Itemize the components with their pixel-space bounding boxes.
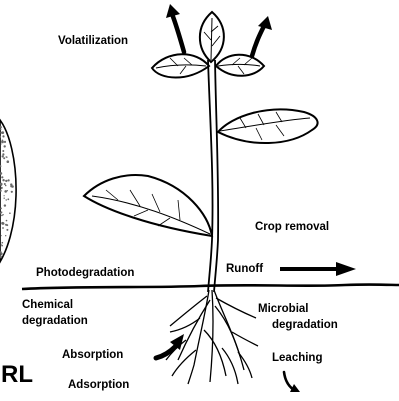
chemical-degradation-label-line2: degradation [22, 315, 88, 327]
soil-speck [9, 212, 11, 214]
soil-speck [5, 235, 6, 236]
soil-speck [1, 245, 3, 247]
soil-speck [2, 227, 4, 229]
soil-speck [0, 143, 1, 144]
soil-speck [7, 198, 9, 200]
soil-speck [10, 183, 12, 185]
crop-removal-label: Crop removal [255, 221, 329, 233]
volatilization-right-arrow-icon [252, 26, 264, 56]
soil-speck [2, 150, 4, 152]
soil-speck [1, 235, 2, 236]
soil-speck [5, 180, 7, 182]
soil-speck [2, 155, 4, 157]
chemical-degradation-label-line1: Chemical [22, 299, 73, 311]
soil-speck [4, 141, 6, 143]
runoff-label: Runoff [226, 263, 263, 275]
soil-speck [6, 220, 8, 222]
runoff-arrow-icon [280, 262, 356, 276]
soil-speck [0, 256, 1, 257]
right-middle-leaf [218, 109, 318, 143]
soil-speck [11, 191, 13, 193]
soil-speck [4, 195, 5, 196]
soil-speck [3, 198, 4, 199]
soil-speck [2, 222, 5, 225]
soil-speck [3, 145, 5, 147]
volatilization-right-arrowhead [258, 16, 272, 30]
adsorption-label: Adsorption [68, 379, 129, 391]
top-bud-leaf [200, 12, 224, 62]
soil-speck [0, 208, 2, 210]
soil-speck [4, 190, 7, 193]
lower-left-leaf [84, 175, 212, 236]
soil-speck [1, 211, 3, 213]
soil-speck [2, 153, 4, 155]
soil-speck [1, 215, 3, 217]
soil-speck [6, 229, 8, 231]
soil-speck [6, 157, 7, 158]
soil-speck [2, 140, 4, 142]
soil-speck [0, 132, 2, 134]
volatilization-label: Volatilization [58, 35, 128, 47]
soil-speck [4, 183, 6, 185]
soil-speck [0, 187, 2, 189]
soil-speck [0, 252, 1, 253]
soil-speck [4, 204, 6, 206]
soil-speck [3, 157, 5, 159]
microbial-degradation-label-line1: Microbial [258, 303, 308, 315]
soil-speck [6, 224, 8, 226]
upper-right-leaf [216, 55, 264, 76]
soil-speck [2, 179, 4, 181]
soil-speck [1, 244, 2, 245]
volatilization-left-arrowhead [166, 4, 180, 18]
soil-speck [1, 176, 3, 178]
volatilization-left-arrow-icon [172, 14, 184, 52]
soil-speck [3, 136, 5, 138]
leaching-label: Leaching [272, 352, 322, 364]
plant-stem [208, 60, 218, 292]
absorption-arrow-icon [156, 346, 176, 358]
soil-clump-icon [0, 120, 16, 262]
photodegradation-label: Photodegradation [36, 267, 134, 279]
cropped-edge-text: RL [1, 361, 33, 388]
absorption-label: Absorption [62, 349, 123, 361]
soil-speck [2, 242, 4, 244]
microbial-degradation-label-line2: degradation [272, 319, 338, 331]
soil-speck [7, 160, 10, 163]
soil-speck [8, 179, 10, 181]
soil-speck [6, 199, 7, 200]
upper-left-leaf [152, 54, 209, 77]
ground-line [22, 285, 399, 289]
